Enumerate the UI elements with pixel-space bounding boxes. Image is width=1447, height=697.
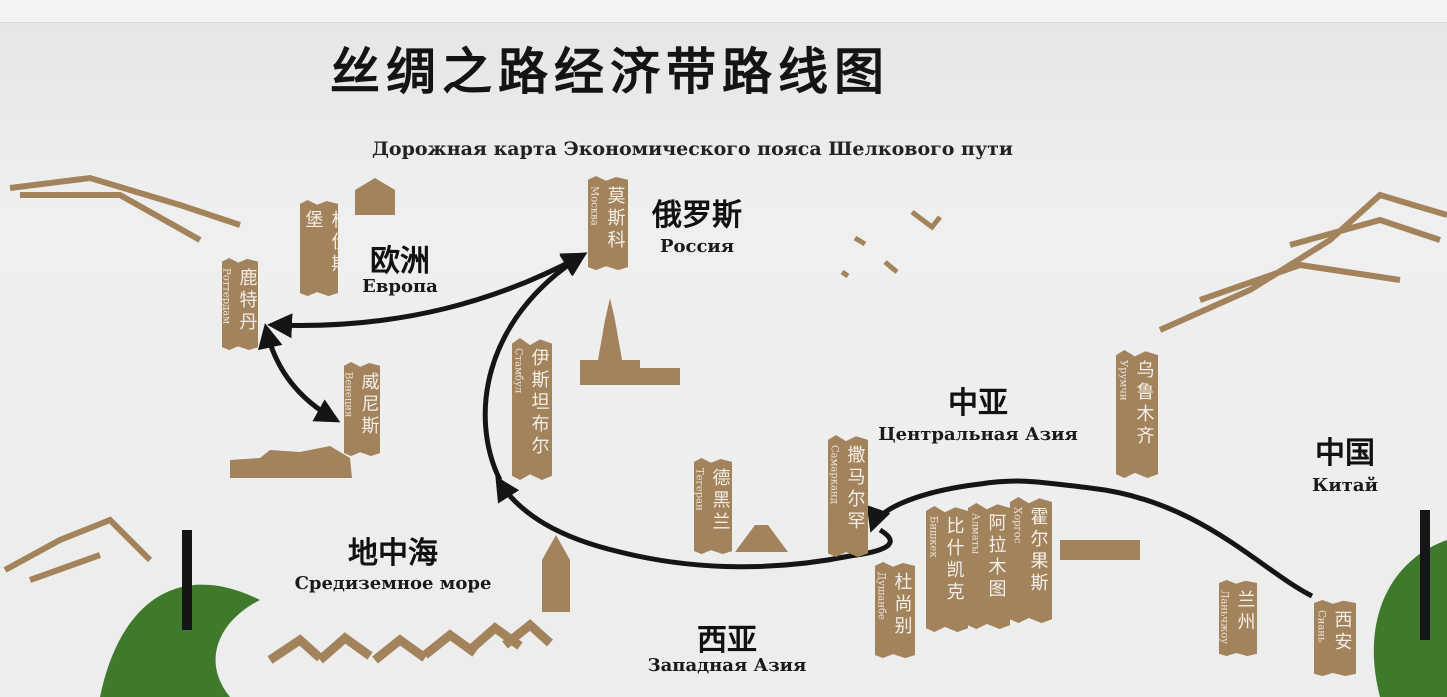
city-name-zh: 乌鲁木齐	[1133, 360, 1155, 448]
mountain-decoration-right	[1158, 191, 1447, 333]
city-name-ru: Сиань	[1315, 610, 1327, 643]
plant-stake	[1420, 510, 1430, 640]
map-title: 丝绸之路经济带路线图	[330, 43, 890, 101]
city-name-zh: 威尼斯	[358, 372, 380, 438]
region-label-zh: 欧洲	[370, 244, 430, 279]
city-placard: 伊斯坦布尔 Стамбул	[512, 338, 552, 480]
birds	[840, 210, 942, 279]
city-name-zh: 阿拉木图	[985, 513, 1007, 601]
city-placard: 霍尔果斯 Хоргос	[1010, 497, 1052, 623]
region-label-ru: Европа	[362, 276, 438, 297]
mountain-decoration-left	[9, 174, 241, 243]
kremlin-landmark	[580, 298, 680, 385]
route-rotterdam-venice	[257, 323, 341, 423]
city-name-zh: 撒马尔罕	[844, 445, 866, 533]
city-placard: 杜尚别 Душанбе	[875, 562, 915, 658]
city-name-ru: Самарканд	[828, 445, 840, 504]
city-name-ru: Москва	[588, 186, 600, 226]
region-label-zh: 中国	[1315, 436, 1375, 471]
region-label-zh: 地中海	[348, 536, 438, 571]
region-label-zh: 西亚	[697, 623, 757, 658]
region-label-zh: 俄罗斯	[652, 198, 742, 233]
city-name-zh: 德黑兰	[709, 468, 731, 534]
region-label-ru: Центральная Азия	[878, 424, 1078, 445]
city-name-zh: 杜尚别	[891, 572, 913, 638]
region-label-ru: Китай	[1312, 475, 1378, 496]
city-placard: 西安 Сиань	[1314, 600, 1356, 676]
city-name-ru: Хоргос	[1011, 507, 1023, 544]
city-name-zh: 西安	[1331, 610, 1353, 654]
city-placard: 兰州 Ланьчжоу	[1219, 580, 1257, 656]
city-name-zh: 兰州	[1234, 590, 1256, 634]
camel-caravan	[267, 619, 554, 664]
ceiling	[0, 0, 1447, 23]
city-name-zh: 比什凯克	[943, 516, 965, 604]
mountain-decoration-bottom-left	[3, 516, 153, 583]
city-name-ru: Алматы	[969, 513, 981, 555]
city-name-zh: 莫斯科	[604, 186, 626, 252]
city-name-ru: Бишкек	[927, 516, 939, 558]
city-placard: 鹿特丹 Роттердам	[222, 258, 258, 350]
city-name-zh: 杜伊斯堡	[302, 210, 350, 276]
city-name-ru: Ланьчжоу	[1218, 590, 1230, 645]
route-xian-to-samarkand	[866, 478, 1314, 599]
gate-landmark	[735, 525, 788, 552]
city-name-zh: 霍尔果斯	[1027, 507, 1049, 595]
city-name-ru: Стамбул	[512, 348, 524, 394]
route-samarkand-to-istanbul	[495, 475, 893, 570]
city-placard: 阿拉木图 Алматы	[968, 503, 1010, 629]
plant-right	[1373, 540, 1447, 697]
city-placard: 莫斯科 Москва	[588, 176, 628, 270]
city-placard: 威尼斯 Венеция	[344, 362, 380, 456]
city-name-ru: Урумчи	[1117, 360, 1129, 401]
city-name-ru: Тегеран	[693, 468, 705, 511]
plant-stake	[182, 530, 192, 630]
city-placard: 德黑兰 Тегеран	[694, 458, 732, 554]
city-name-ru: Роттердам	[220, 268, 232, 325]
tower-landmark	[542, 535, 570, 612]
city-placard: 比什凯克 Бишкек	[926, 506, 968, 632]
city-skyline-landmark	[230, 446, 352, 478]
city-gate-landmark	[1060, 540, 1140, 560]
region-label-ru: Западная Азия	[647, 655, 807, 676]
region-label-zh: 中亚	[948, 386, 1008, 421]
city-name-zh: 伊斯坦布尔	[528, 348, 550, 458]
city-name-ru: Душанбе	[875, 572, 887, 620]
city-placard: 乌鲁木齐 Урумчи	[1116, 350, 1158, 478]
region-label-ru: Россия	[659, 236, 735, 257]
map-subtitle: Дорожная карта Экономического пояса Шелк…	[372, 138, 1013, 160]
temple-landmark	[355, 178, 395, 215]
city-placard: 撒马尔罕 Самарканд	[828, 435, 868, 557]
region-label-ru: Средиземное море	[294, 573, 492, 594]
city-name-ru: Венеция	[342, 372, 354, 418]
city-name-zh: 鹿特丹	[236, 268, 258, 334]
plant-left	[100, 584, 260, 697]
